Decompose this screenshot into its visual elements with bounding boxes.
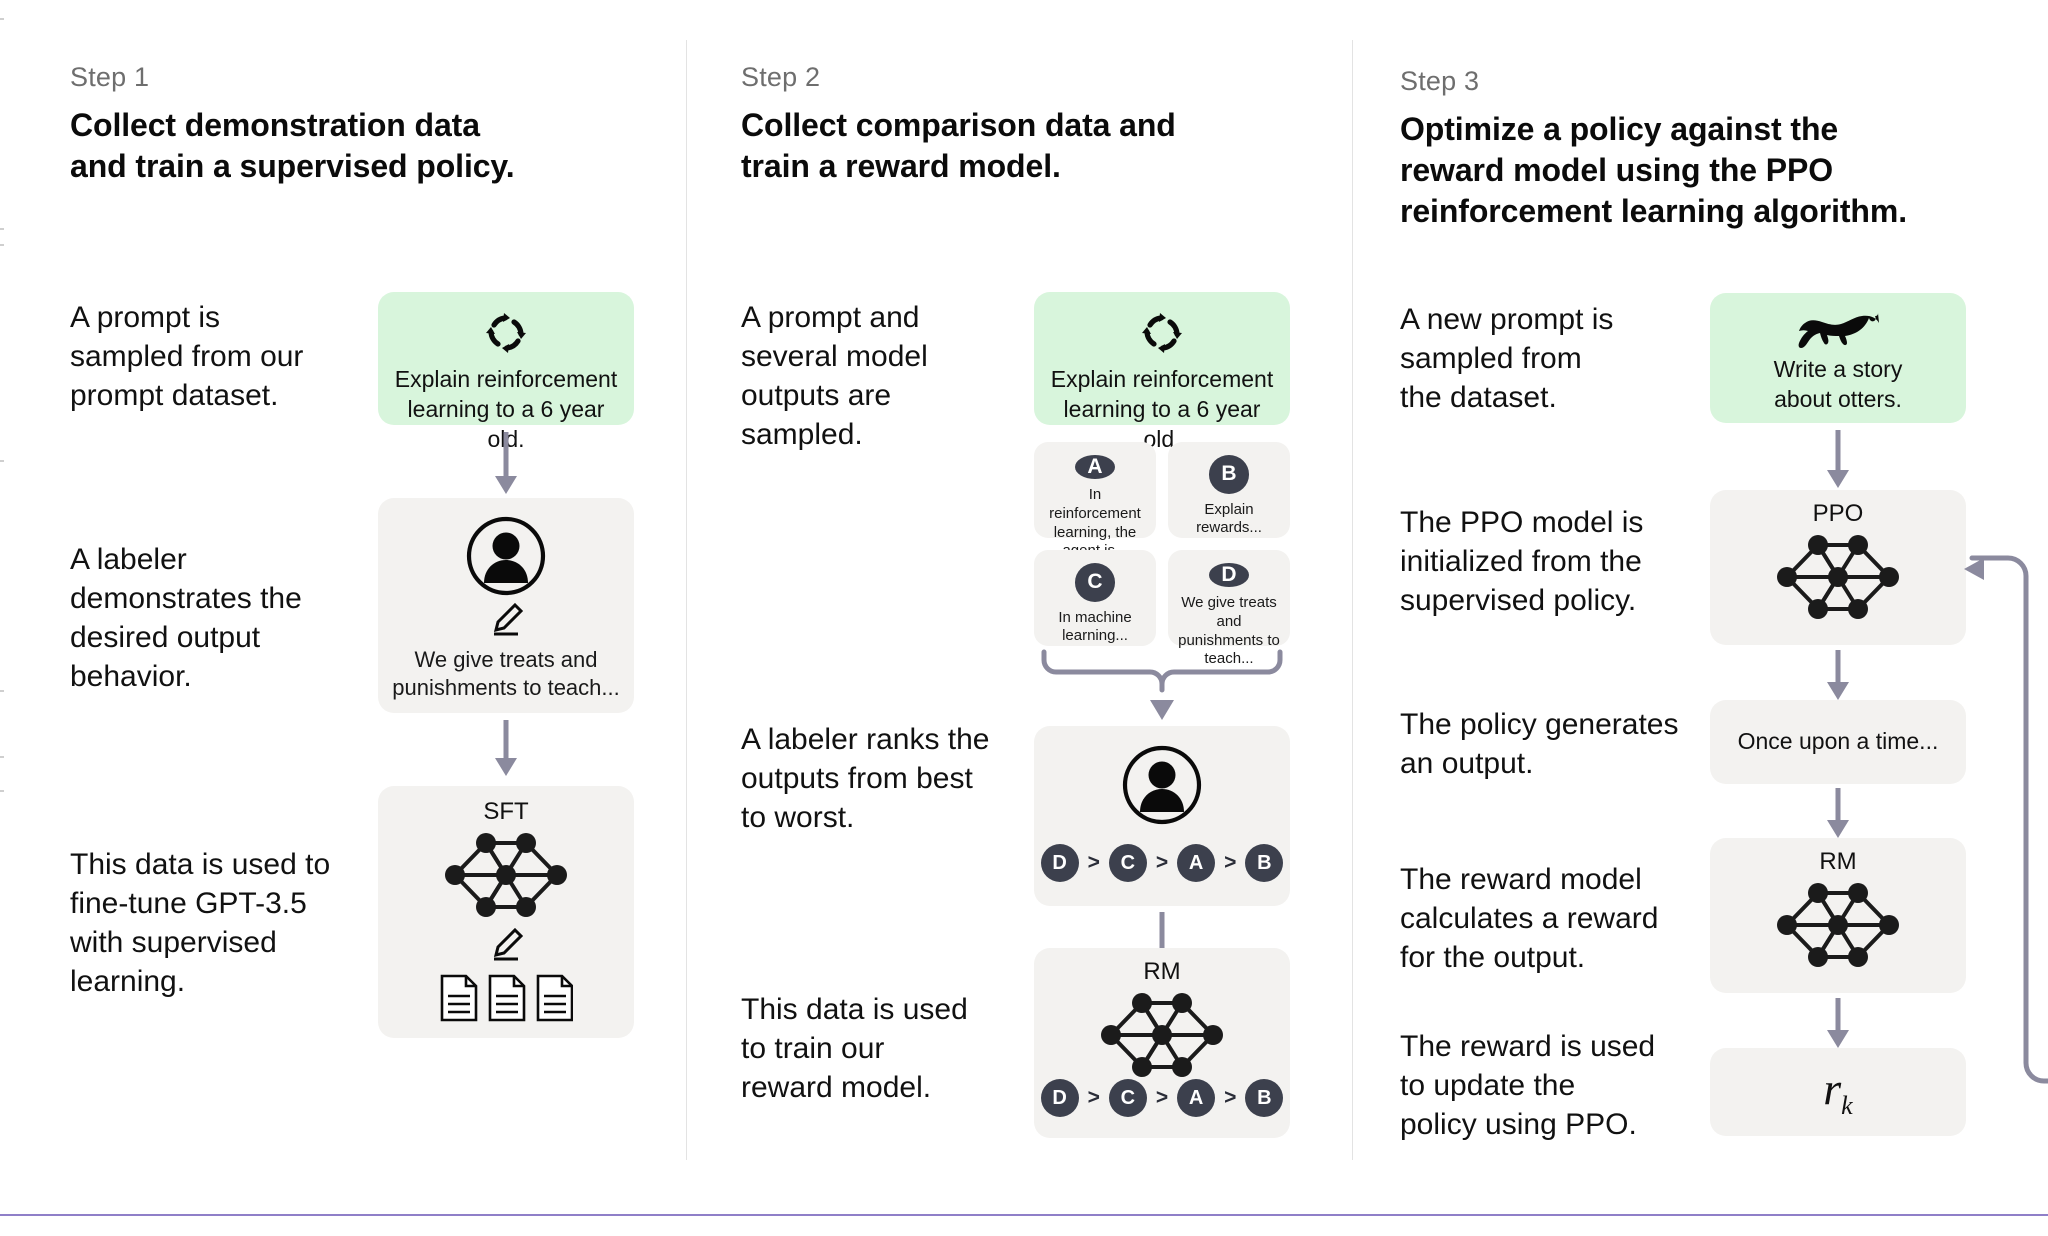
column-divider-2 [1352, 40, 1353, 1160]
step-3-arrow-2 [1827, 650, 1849, 700]
pencil-icon [491, 928, 523, 962]
reward-symbol-r: r [1823, 1063, 1842, 1114]
step-1-sft-card[interactable]: SFT [378, 786, 634, 1038]
rm-rank-badge-4: B [1245, 1079, 1284, 1117]
option-badge-c: C [1075, 563, 1115, 602]
step-3-feedback-loop-arrow [1964, 555, 2048, 1084]
step-2-merge-connector [1041, 649, 1283, 720]
option-text-c: In machine learning... [1058, 608, 1132, 645]
refresh-loop-icon [481, 308, 531, 358]
rank-badge-1: D [1040, 844, 1079, 882]
step-3-title: Optimize a policy against the reward mod… [1400, 111, 1908, 229]
option-badge-b: B [1209, 455, 1249, 494]
step-2-text-1: A prompt and several model outputs are s… [741, 301, 928, 451]
option-badge-a: A [1075, 455, 1115, 479]
step-1-arrow-1 [495, 432, 517, 494]
step-1-text-1: A prompt is sampled from our prompt data… [70, 301, 304, 412]
step-3-label: Step 3 [1400, 66, 1480, 96]
rank-badge-4: B [1245, 844, 1284, 882]
neural-network-icon [1097, 990, 1227, 1080]
step-2-label: Step 2 [741, 62, 821, 92]
step-2-prompt-text: Explain reinforcement learning to a 6 ye… [1050, 366, 1274, 452]
column-divider-1 [686, 40, 687, 1160]
rank-badge-2: C [1108, 844, 1147, 882]
step-3-arrow-3 [1827, 788, 1849, 838]
step-3-ppo-card[interactable]: PPO [1710, 490, 1966, 645]
step-2-rm-card[interactable]: RM [1034, 948, 1290, 1138]
step-2-option-card-b[interactable]: B Explain rewards... [1168, 442, 1290, 538]
step-1-labeler-card[interactable]: We give treats and punishments to teach.… [378, 498, 634, 713]
step-2-rm-title: RM [1143, 958, 1181, 985]
step-3-rm-card[interactable]: RM [1710, 838, 1966, 993]
rank-sep-1: > [1087, 851, 1100, 874]
step-3-reward-card[interactable]: rk [1710, 1048, 1966, 1136]
step-3-arrow-1 [1827, 430, 1849, 488]
step-2-option-card-d[interactable]: D We give treats and punishments to teac… [1168, 550, 1290, 667]
step-3-ppo-title: PPO [1812, 500, 1864, 527]
step-3-output-text: Once upon a time... [1737, 728, 1939, 754]
rm-rank-sep-1: > [1087, 1086, 1100, 1109]
step-1-labeler-text: We give treats and punishments to teach.… [392, 647, 620, 701]
step-1-text-3: This data is used to fine-tune GPT-3.5 w… [70, 848, 331, 998]
step-2-option-card-c[interactable]: C In machine learning... [1034, 550, 1156, 646]
step-2-prompt-card[interactable]: Explain reinforcement learning to a 6 ye… [1034, 292, 1290, 452]
rm-rank-badge-1: D [1040, 1079, 1079, 1117]
rm-rank-sep-3: > [1224, 1086, 1237, 1109]
step-1-label: Step 1 [70, 62, 150, 92]
step-1-column: Step 1 Collect demonstration data and tr… [0, 0, 686, 1100]
step-2-text-3: This data is used to train our reward mo… [741, 993, 968, 1104]
refresh-loop-icon [1137, 308, 1187, 358]
step-3-arrow-4 [1827, 998, 1849, 1048]
option-text-b: Explain rewards... [1196, 500, 1262, 537]
neural-network-icon [1773, 532, 1903, 622]
neural-network-icon [441, 830, 571, 920]
step-3-prompt-card[interactable]: Write a story about otters. [1710, 293, 1966, 423]
step-3-text-5: The reward is used to update the policy … [1400, 1030, 1656, 1141]
rm-rank-badge-2: C [1108, 1079, 1147, 1117]
step-2-option-card-a[interactable]: A In reinforcement learning, the agent i… [1034, 442, 1156, 559]
otter-icon [1791, 307, 1887, 353]
step-1-sft-title: SFT [483, 798, 529, 825]
step-3-rm-title: RM [1819, 848, 1857, 875]
reward-symbol-k: k [1841, 1091, 1853, 1121]
person-circle-icon [1121, 744, 1203, 826]
documents-icon [440, 974, 573, 1022]
option-badge-d: D [1209, 563, 1249, 587]
step-3-text-2: The PPO model is initialized from the su… [1400, 506, 1644, 617]
step-3-output-card[interactable]: Once upon a time... [1710, 700, 1966, 784]
step-2-labeler-card[interactable]: D > C > A > B [1034, 726, 1290, 906]
rm-rank-sep-2: > [1155, 1086, 1169, 1109]
pencil-icon [491, 603, 523, 637]
step-1-arrow-2 [495, 720, 517, 776]
step-3-prompt-text: Write a story about otters. [1773, 356, 1903, 412]
step-2-title: Collect comparison data and train a rewa… [741, 107, 1176, 184]
step-1-title: Collect demonstration data and train a s… [70, 107, 515, 184]
step-3-text-1: A new prompt is sampled from the dataset… [1400, 303, 1614, 414]
bottom-chrome-strip [0, 1214, 2048, 1236]
step-2-text-2: A labeler ranks the outputs from best to… [741, 723, 990, 834]
person-circle-icon [465, 515, 547, 597]
step-2-labeler-ranking: D > C > A > B [1034, 844, 1290, 882]
step-1-prompt-card[interactable]: Explain reinforcement learning to a 6 ye… [378, 292, 634, 452]
rm-rank-badge-3: A [1177, 1079, 1216, 1117]
reward-symbol: rk [1710, 1062, 1966, 1121]
rank-badge-3: A [1177, 844, 1216, 882]
rank-sep-2: > [1155, 851, 1169, 874]
step-3-text-3: The policy generates an output. [1400, 708, 1679, 780]
step-3-column: Step 3 Optimize a policy against the rew… [1352, 0, 2048, 1141]
step-3-text-4: The reward model calculates a reward for… [1400, 863, 1659, 974]
step-2-column: Step 2 Collect comparison data and train… [686, 0, 1352, 1138]
option-text-d: We give treats and punishments to teach.… [1178, 594, 1280, 668]
step-1-text-2: A labeler demonstrates the desired outpu… [70, 543, 302, 693]
step-2-rm-ranking: D > C > A > B [1034, 1079, 1290, 1117]
left-edge-tick-marks [0, 0, 10, 1195]
rank-sep-3: > [1224, 851, 1237, 874]
neural-network-icon [1773, 880, 1903, 970]
